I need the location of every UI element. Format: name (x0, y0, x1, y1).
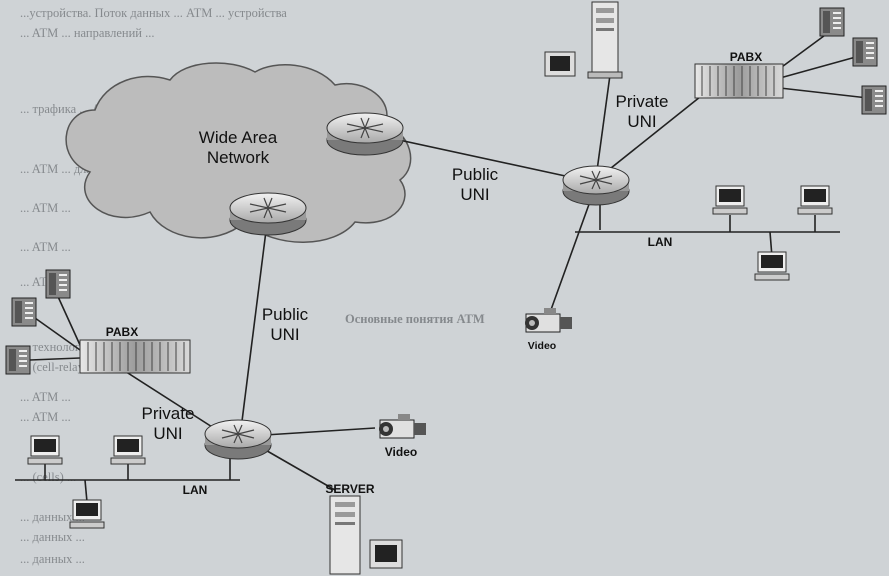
workstation-icon (27, 435, 63, 465)
telephone-icon (5, 345, 31, 375)
link-pabx-phone-3 (779, 87, 869, 99)
pabx-icon (694, 63, 784, 99)
telephone-icon (45, 269, 71, 299)
background-text-line: ... ATM ... (20, 410, 71, 424)
private-uni-label-left: Private UNI (141, 404, 195, 443)
link-router-to-video-right (547, 195, 593, 319)
server-tower-icon (329, 495, 361, 575)
monitor-icon (369, 539, 403, 569)
pabx-label-right: PABX (729, 50, 763, 64)
link-pabx-phone-2 (779, 54, 864, 79)
pabx-icon (79, 339, 191, 374)
background-text-line: ... ATM ... (20, 240, 71, 254)
workstation-icon (754, 251, 790, 281)
router-icon (326, 112, 404, 156)
router-icon (562, 165, 630, 206)
telephone-icon (861, 85, 887, 115)
private-uni-label-top: Private UNI (615, 92, 669, 131)
background-text-line: ... данных ... (20, 510, 85, 524)
link-router-to-server-top (595, 74, 611, 179)
link-pabx-left-phone-3 (29, 357, 81, 361)
wan-cloud (65, 62, 412, 243)
background-text-line: ... ATM ... (20, 390, 71, 404)
router-icon (229, 192, 307, 236)
workstation-icon (110, 435, 146, 465)
pabx-label-left: PABX (105, 325, 139, 339)
link-router-to-pabx-right (595, 84, 716, 181)
video-camera-icon (379, 414, 426, 439)
network-links (15, 29, 869, 503)
telephone-icon (11, 297, 37, 327)
wan-label: Wide Area Network (198, 128, 278, 167)
background-heading: Основные понятия ATM (345, 312, 485, 326)
video-label-right: Video (527, 340, 557, 352)
router-icon (204, 419, 272, 460)
server-label: SERVER (325, 482, 375, 496)
link-wan-to-router-right (366, 132, 594, 183)
lan-label-right: LAN (647, 235, 673, 249)
background-text-line: ...устройства. Поток данных ... ATM ... … (20, 6, 287, 20)
monitor-icon (544, 51, 576, 77)
lan-label-bottom: LAN (182, 483, 208, 497)
link-router-to-server-bottom (261, 447, 336, 491)
telephone-icon (852, 37, 878, 67)
background-text-line: ... (cell-relay) (20, 360, 89, 374)
video-label-bottom: Video (384, 445, 418, 459)
background-text-line: ... данных ... (20, 552, 85, 566)
workstation-icon (712, 185, 748, 215)
link-pabx-phone-1 (774, 29, 833, 73)
background-text-line: ... ATM ... (20, 201, 71, 215)
link-router-to-video-bottom (264, 427, 376, 436)
video-camera-icon (525, 308, 572, 333)
background-text-line: ... ATM ... направлений ... (20, 26, 155, 40)
link-pabx-left-to-router (119, 367, 221, 433)
workstation-icon (69, 499, 105, 529)
public-uni-label-left: Public UNI (261, 305, 309, 344)
link-pabx-left-phone-2 (34, 317, 81, 351)
public-uni-label-top: Public UNI (451, 165, 499, 204)
link-wan-to-router-left (239, 214, 269, 438)
background-text-line: ... данных ... (20, 530, 85, 544)
link-pabx-left-phone-1 (54, 289, 81, 346)
workstation-icon (797, 185, 833, 215)
telephone-icon (819, 7, 845, 37)
server-tower-icon (587, 1, 623, 79)
